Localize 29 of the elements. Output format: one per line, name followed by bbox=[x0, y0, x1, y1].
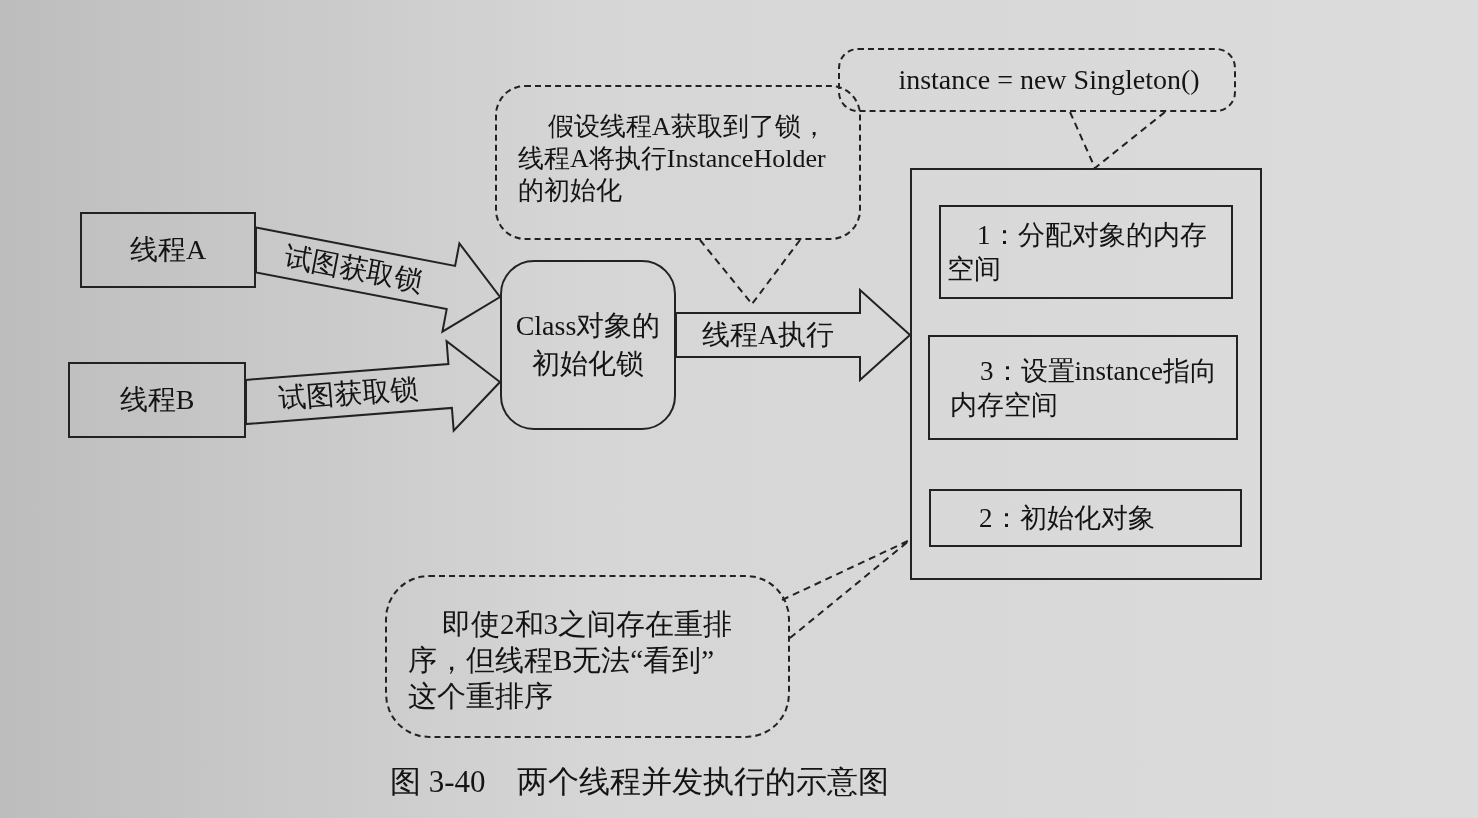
code-text: instance = new Singleton() bbox=[898, 66, 1200, 94]
callout-pointer bbox=[1069, 111, 1166, 169]
block-arrow bbox=[245, 338, 502, 434]
callout-bubble bbox=[385, 575, 790, 738]
container-box bbox=[910, 168, 1262, 580]
thread-box bbox=[68, 362, 246, 438]
box-label: 1：分配对象的内存空间 bbox=[947, 219, 1208, 286]
callout-text: 假设线程A获取到了锁，线程A将执行InstanceHolder的初始化 bbox=[518, 111, 828, 207]
block-arrow bbox=[255, 226, 502, 334]
box-label: 线程B bbox=[119, 386, 195, 414]
callout-bubble bbox=[838, 48, 1236, 112]
box-label: 2：初始化对象 bbox=[979, 504, 1155, 532]
lock-box bbox=[500, 260, 676, 430]
step-box bbox=[939, 205, 1233, 299]
block-arrow bbox=[675, 287, 912, 383]
step-box bbox=[929, 489, 1242, 547]
callout-text: 即使2和3之间存在重排序，但线程B无法“看到”这个重排序 bbox=[408, 607, 733, 714]
box-label: Class对象的初始化锁 bbox=[514, 309, 662, 381]
box-label: 3：设置instance指向内存空间 bbox=[950, 354, 1218, 422]
edge-label: 试图获取锁 bbox=[282, 241, 425, 296]
figure-caption: 图 3-40 两个线程并发执行的示意图 bbox=[390, 766, 889, 797]
edge-label: 试图获取锁 bbox=[277, 374, 419, 414]
step-box bbox=[928, 335, 1238, 440]
callout-pointer bbox=[781, 539, 911, 639]
callout-pointer bbox=[699, 239, 801, 305]
edge-label: 线程A执行 bbox=[701, 321, 835, 349]
callout-bubble bbox=[495, 85, 861, 240]
thread-box bbox=[80, 212, 256, 288]
box-label: 线程A bbox=[129, 236, 207, 264]
